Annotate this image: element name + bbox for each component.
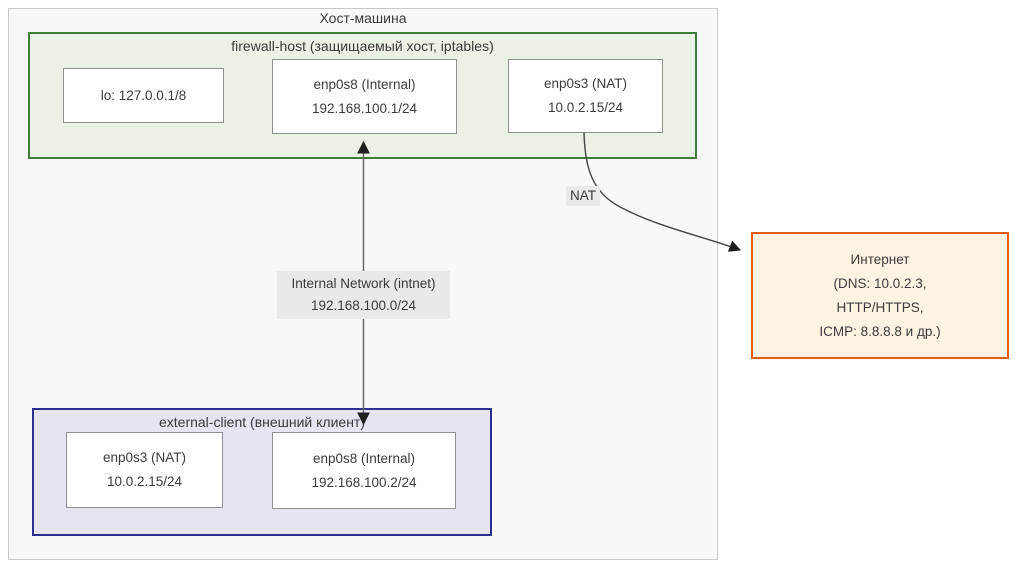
node-firewall-enp0s8-name: enp0s8 (Internal) xyxy=(313,76,416,92)
node-lo-loopback: lo: 127.0.0.1/8 xyxy=(63,68,224,123)
nat-edge-label: NAT xyxy=(566,186,600,206)
node-internet: Интернет (DNS: 10.0.2.3, HTTP/HTTPS, ICM… xyxy=(751,232,1009,359)
node-client-enp0s3-name: enp0s3 (NAT) xyxy=(102,450,187,465)
node-client-enp0s3-ip: 10.0.2.15/24 xyxy=(106,474,183,489)
node-lo-label: lo: 127.0.0.1/8 xyxy=(100,87,187,103)
firewall-host-title: firewall-host (защищаемый хост, iptables… xyxy=(231,38,494,54)
node-firewall-enp0s3-nat: enp0s3 (NAT) 10.0.2.15/24 xyxy=(508,59,663,133)
node-firewall-enp0s3-name: enp0s3 (NAT) xyxy=(543,76,628,91)
host-machine-title: Хост-машина xyxy=(319,10,407,26)
internet-dns: (DNS: 10.0.2.3, xyxy=(833,275,927,291)
node-firewall-enp0s3-ip: 10.0.2.15/24 xyxy=(547,100,624,115)
node-firewall-enp0s8-internal: enp0s8 (Internal) 192.168.100.1/24 xyxy=(272,59,457,134)
node-client-enp0s8-ip: 192.168.100.2/24 xyxy=(311,474,417,490)
node-client-enp0s8-internal: enp0s8 (Internal) 192.168.100.2/24 xyxy=(272,432,456,509)
external-client-title: external-client (внешний клиент) xyxy=(158,414,365,430)
internal-network-name: Internal Network (intnet) xyxy=(291,276,436,291)
internet-icmp: ICMP: 8.8.8.8 и др.) xyxy=(819,323,941,339)
node-firewall-enp0s8-ip: 192.168.100.1/24 xyxy=(311,100,418,116)
internet-title: Интернет xyxy=(850,251,910,267)
node-client-enp0s8-name: enp0s8 (Internal) xyxy=(312,450,416,466)
node-client-enp0s3-nat: enp0s3 (NAT) 10.0.2.15/24 xyxy=(66,432,223,508)
internet-http: HTTP/HTTPS, xyxy=(836,299,924,315)
internal-network-edge-label: Internal Network (intnet) 192.168.100.0/… xyxy=(277,271,450,319)
internal-network-subnet: 192.168.100.0/24 xyxy=(310,298,417,313)
